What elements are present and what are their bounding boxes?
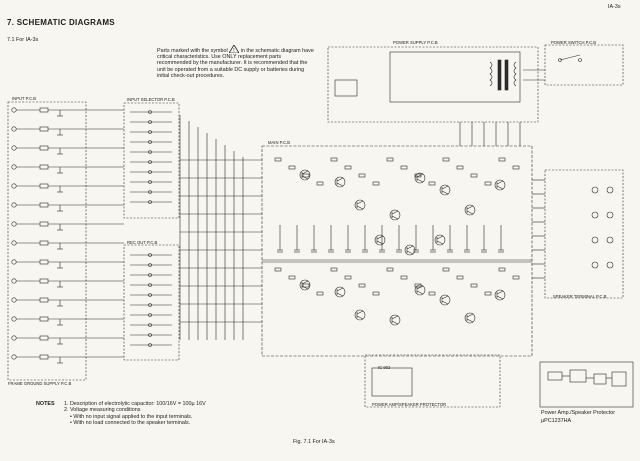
rec-out-pcb-outline [123,244,180,361]
warning-note: Parts marked with the symbol ! in the sc… [157,44,317,79]
section-title: 7. SCHEMATIC DIAGRAMS [7,18,115,27]
figure-caption: Fig. 7.1 For IA-3s [293,439,335,445]
input-selector-pcb-outline [123,102,180,219]
block-label-power-switch: POWER SWITCH P.C.B [551,40,597,45]
warning-line1-b: in the schematic [240,48,280,54]
note-item: 2. Voltage measuring conditions [64,407,141,414]
warning-triangle-icon: ! [229,45,240,53]
warning-rest: diagram have critical characteristics. U… [157,48,314,79]
svg-text:!: ! [233,48,234,53]
transformer-icon [489,59,517,91]
note-item: 1. Description of electrolytic capacitor… [64,401,206,407]
ic-caption-line2: µPC1237HA [541,418,572,424]
power-switch-pcb-outline [544,44,624,86]
block-label-speaker-terminal: SPEAKER TERMINAL P.C.B [553,294,607,299]
notes-label: NOTES [36,401,55,407]
block-label-main: MAIN P.C.B [268,140,291,145]
ic-block-diagram [539,361,634,408]
ic-caption-line1: Power Amp./Speaker Protector [541,410,616,416]
footer-frame-ground: FRAME GROUND SUPPLY P.C.B [8,381,72,386]
input-pcb-outline [7,101,87,381]
block-label-input: INPUT P.C.B [12,96,37,101]
note-item: • With no load connected to the speaker … [70,420,191,427]
block-label-input-selector: INPUT SELECTOR P.C.B [127,97,175,102]
section-subtitle: 7.1 For IA-3s [7,37,39,43]
power-supply-pcb-outline [327,46,539,123]
speaker-terminal-pcb-outline [544,169,624,299]
note-item: • With no input signal applied to the in… [70,413,193,420]
power-amp-outline [364,354,501,408]
main-pcb-outline [261,145,533,357]
block-label-rec-out: REC OUT P.C.B [127,240,158,245]
block-label-power-supply: POWER SUPPLY P.C.B [393,40,438,45]
notes-list: 1. Description of electrolytic capacitor… [64,401,206,427]
page-number: IA-3s [608,4,621,10]
block-label-ic: IC 902 [378,365,391,370]
warning-line1-a: Parts marked with the symbol [157,48,228,54]
block-label-power-amp: POWER AMP/SPEAKER PROTECTOR [372,402,447,407]
